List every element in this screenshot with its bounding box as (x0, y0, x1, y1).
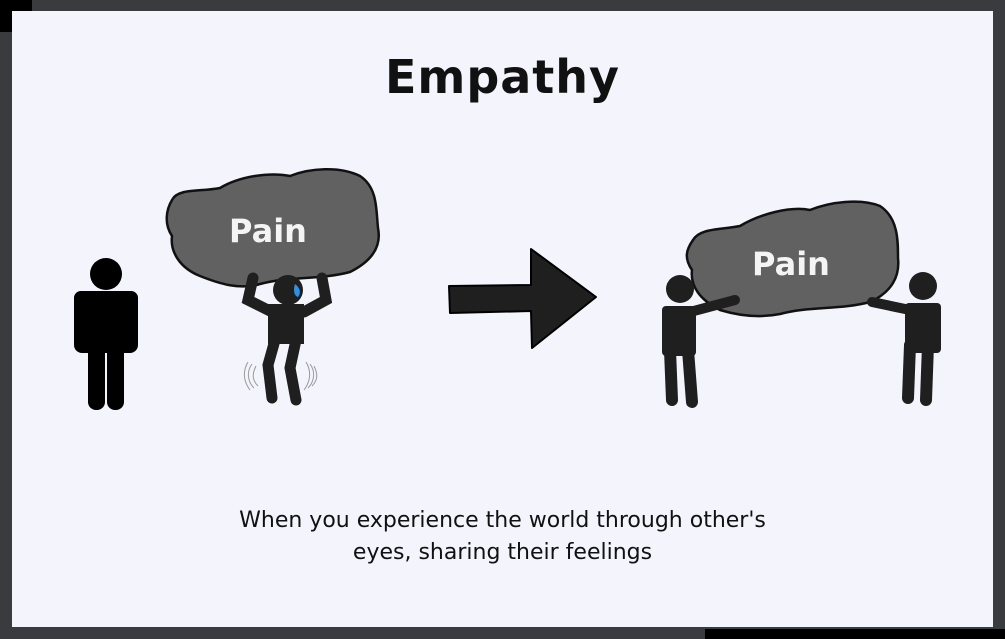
rock-label: Pain (752, 245, 830, 283)
rock-icon (165, 168, 381, 288)
caption: When you experience the world through ot… (0, 505, 1005, 569)
left-carrier-person-icon (662, 275, 740, 408)
right-arrow-icon (448, 248, 597, 349)
struggling-person-icon (241, 272, 333, 406)
caption-line-2: eyes, sharing their feelings (352, 540, 653, 565)
diagram-canvas (12, 11, 993, 627)
rock-icon (685, 200, 900, 318)
shake-lines-icon (243, 361, 318, 391)
caption-line-1: When you experience the world through ot… (239, 508, 766, 533)
standing-person-icon (74, 258, 138, 410)
page-title: Empathy (384, 50, 621, 104)
right-carrier-person-icon (867, 272, 941, 406)
frame-corner (705, 629, 1005, 639)
illustration (74, 168, 941, 410)
rock-label: Pain (229, 212, 307, 250)
tear-icon (294, 284, 300, 297)
